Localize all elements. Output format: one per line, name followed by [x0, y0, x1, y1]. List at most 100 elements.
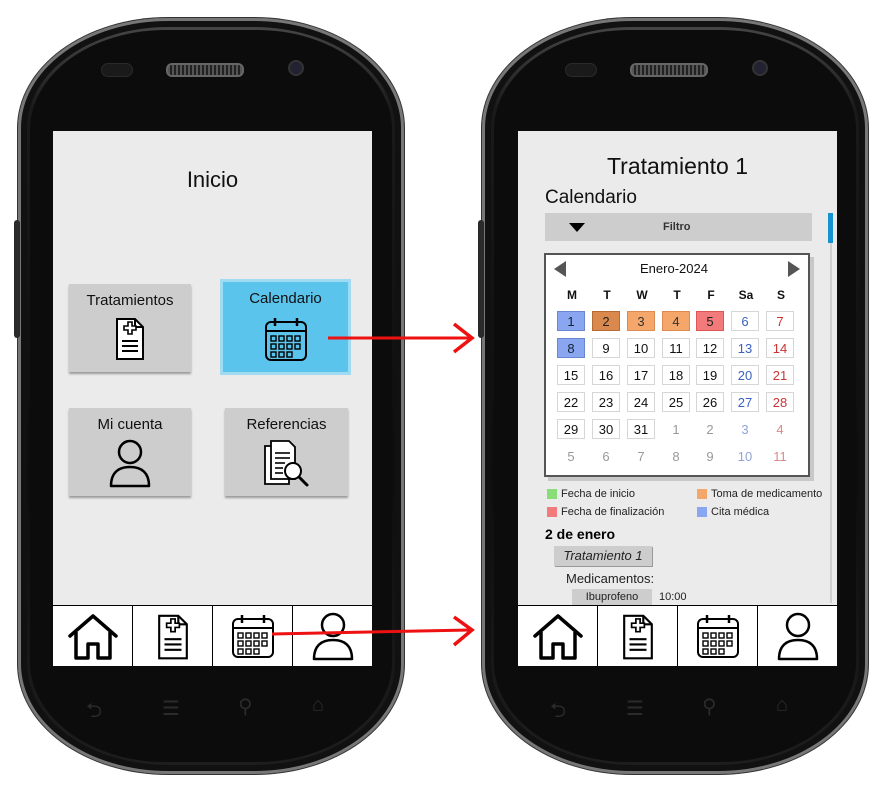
- calendar-icon: [231, 614, 274, 658]
- legend-swatch: [547, 507, 557, 517]
- prev-month-icon[interactable]: [554, 261, 566, 277]
- proximity-sensor: [102, 64, 132, 76]
- tratamientos-tile[interactable]: Tratamientos: [69, 284, 191, 372]
- treatment-chip[interactable]: Tratamiento 1: [554, 546, 652, 566]
- day-cell[interactable]: 25: [662, 392, 690, 412]
- weekday-label: T: [673, 288, 681, 302]
- nav-tratamientos-button[interactable]: [598, 606, 678, 666]
- day-cell-next-month[interactable]: 5: [567, 449, 575, 464]
- front-camera-icon: [754, 62, 766, 74]
- nav-tratamientos-button[interactable]: [133, 606, 213, 666]
- legend-item-finalizacion: Fecha de finalización: [547, 506, 664, 518]
- selected-date-heading: 2 de enero: [545, 526, 616, 542]
- day-cell-next-month[interactable]: 4: [776, 422, 784, 437]
- day-cell-next-month[interactable]: 9: [706, 449, 714, 464]
- day-cell-toma[interactable]: 3: [627, 311, 655, 331]
- day-cell[interactable]: 26: [696, 392, 724, 412]
- mi-cuenta-tile[interactable]: Mi cuenta: [69, 408, 191, 496]
- day-cell[interactable]: 18: [662, 365, 690, 385]
- day-cell-next-month[interactable]: 6: [602, 449, 610, 464]
- day-cell-next-month[interactable]: 7: [637, 449, 645, 464]
- tile-label: Tratamientos: [86, 292, 174, 309]
- inicio-screen: Inicio Tratamientos Calendario Mi cuent: [53, 131, 372, 666]
- home-icon: [67, 613, 118, 660]
- day-cell[interactable]: 12: [696, 338, 724, 358]
- day-cell-toma[interactable]: 2: [592, 311, 620, 331]
- page-title: Tratamiento 1: [606, 153, 749, 179]
- nav-calendario-button[interactable]: [213, 606, 293, 666]
- day-cell-next-month[interactable]: 3: [741, 422, 749, 437]
- day-cell[interactable]: 23: [592, 392, 620, 412]
- medication-chip[interactable]: Ibuprofeno: [572, 589, 652, 605]
- legend-label: Fecha de inicio: [561, 488, 635, 500]
- day-cell-next-month[interactable]: 8: [672, 449, 680, 464]
- nav-calendario-button[interactable]: [678, 606, 758, 666]
- side-volume-button: [478, 220, 484, 338]
- legend-swatch: [547, 489, 557, 499]
- day-cell[interactable]: 16: [592, 365, 620, 385]
- day-cell[interactable]: 13: [731, 338, 759, 358]
- day-cell[interactable]: 14: [766, 338, 794, 358]
- next-month-icon[interactable]: [788, 261, 800, 277]
- day-cell-next-month[interactable]: 11: [773, 449, 787, 464]
- day-cell[interactable]: 9: [592, 338, 620, 358]
- day-cell[interactable]: 30: [592, 419, 620, 439]
- day-cell[interactable]: 28: [766, 392, 794, 412]
- home-icon: [532, 613, 583, 660]
- section-title: Calendario: [545, 187, 637, 208]
- tile-label: Mi cuenta: [97, 416, 163, 433]
- day-cell[interactable]: 31: [627, 419, 655, 439]
- day-cell[interactable]: 7: [766, 311, 794, 331]
- legend-item-inicio: Fecha de inicio: [547, 488, 635, 500]
- legend-item-toma: Toma de medicamento: [697, 488, 822, 500]
- day-cell[interactable]: 22: [557, 392, 585, 412]
- day-cell[interactable]: 19: [696, 365, 724, 385]
- day-cell-cita[interactable]: 1: [557, 311, 585, 331]
- weekday-label: Sa: [738, 288, 754, 302]
- day-cell[interactable]: 20: [731, 365, 759, 385]
- home-key-icon: ⌂: [312, 694, 325, 716]
- legend-swatch: [697, 507, 707, 517]
- day-cell[interactable]: 6: [731, 311, 759, 331]
- scroll-track: [830, 213, 832, 603]
- user-icon: [109, 439, 151, 488]
- weekday-label: T: [603, 288, 611, 302]
- day-cell-finalizacion[interactable]: 5: [696, 311, 724, 331]
- filter-dropdown[interactable]: Filtro: [545, 213, 812, 241]
- weekday-label: W: [636, 288, 648, 302]
- menu-key-icon: ☰: [162, 698, 180, 720]
- day-cell-next-month[interactable]: 10: [737, 449, 753, 464]
- calendario-tile[interactable]: Calendario: [223, 282, 348, 372]
- back-key-icon: ⮌: [86, 700, 103, 722]
- day-cell-toma[interactable]: 4: [662, 311, 690, 331]
- day-cell[interactable]: 15: [557, 365, 585, 385]
- nav-home-button[interactable]: [518, 606, 598, 666]
- day-cell[interactable]: 24: [627, 392, 655, 412]
- day-cell[interactable]: 11: [662, 338, 690, 358]
- day-cell-cita[interactable]: 8: [557, 338, 585, 358]
- day-cell[interactable]: 27: [731, 392, 759, 412]
- nav-cuenta-button[interactable]: [293, 606, 372, 666]
- day-cell-next-month[interactable]: 1: [672, 422, 680, 437]
- menu-key-icon: ☰: [626, 698, 644, 720]
- nav-cuenta-button[interactable]: [758, 606, 837, 666]
- nav-home-button[interactable]: [53, 606, 133, 666]
- scrollbar-thumb[interactable]: [828, 213, 833, 243]
- day-cell-next-month[interactable]: 2: [706, 422, 714, 437]
- user-icon: [312, 612, 353, 660]
- referencias-tile[interactable]: Referencias: [225, 408, 348, 496]
- user-icon: [777, 612, 818, 660]
- day-cell[interactable]: 17: [627, 365, 655, 385]
- flow-arrow-calendario-icon: [328, 322, 475, 354]
- day-cell[interactable]: 21: [766, 365, 794, 385]
- day-cell[interactable]: 10: [627, 338, 655, 358]
- calendar-icon: [264, 318, 307, 361]
- legend-label: Cita médica: [711, 506, 770, 518]
- calendar-icon: [696, 614, 739, 658]
- day-cell[interactable]: 29: [557, 419, 585, 439]
- legend-swatch: [697, 489, 707, 499]
- weekday-label: F: [707, 288, 715, 302]
- medical-document-icon: [116, 318, 144, 360]
- search-key-icon: ⚲: [238, 696, 253, 718]
- legend-item-cita: Cita médica: [697, 506, 769, 518]
